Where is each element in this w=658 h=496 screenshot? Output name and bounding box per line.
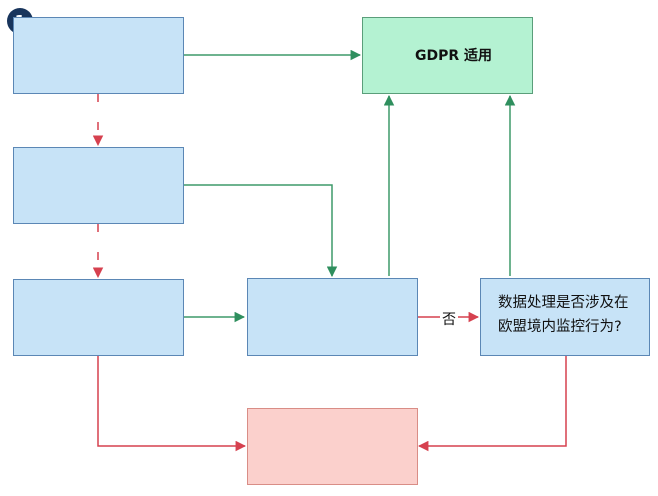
eu-monitoring-question-box: 数据处理是否涉及在 欧盟境内监控行为? xyxy=(480,278,650,356)
decision-box-2 xyxy=(13,147,184,224)
arrow-question-to-red xyxy=(417,356,567,452)
arrow-box2-to-center xyxy=(184,184,338,278)
arrow-box3-to-red xyxy=(97,356,247,452)
eu-monitoring-question-line1: 数据处理是否涉及在 xyxy=(498,295,629,311)
edge-label-no: 否 xyxy=(440,309,458,329)
gdpr-applies-label: GDPR 适用 xyxy=(415,48,493,64)
outcome-box-red xyxy=(247,408,418,485)
gdpr-applies-box: GDPR 适用 xyxy=(362,17,533,94)
decision-box-1 xyxy=(13,17,184,94)
decision-box-center xyxy=(247,278,418,356)
eu-monitoring-question-line2: 欧盟境内监控行为? xyxy=(498,319,622,335)
decision-box-3 xyxy=(13,279,184,356)
